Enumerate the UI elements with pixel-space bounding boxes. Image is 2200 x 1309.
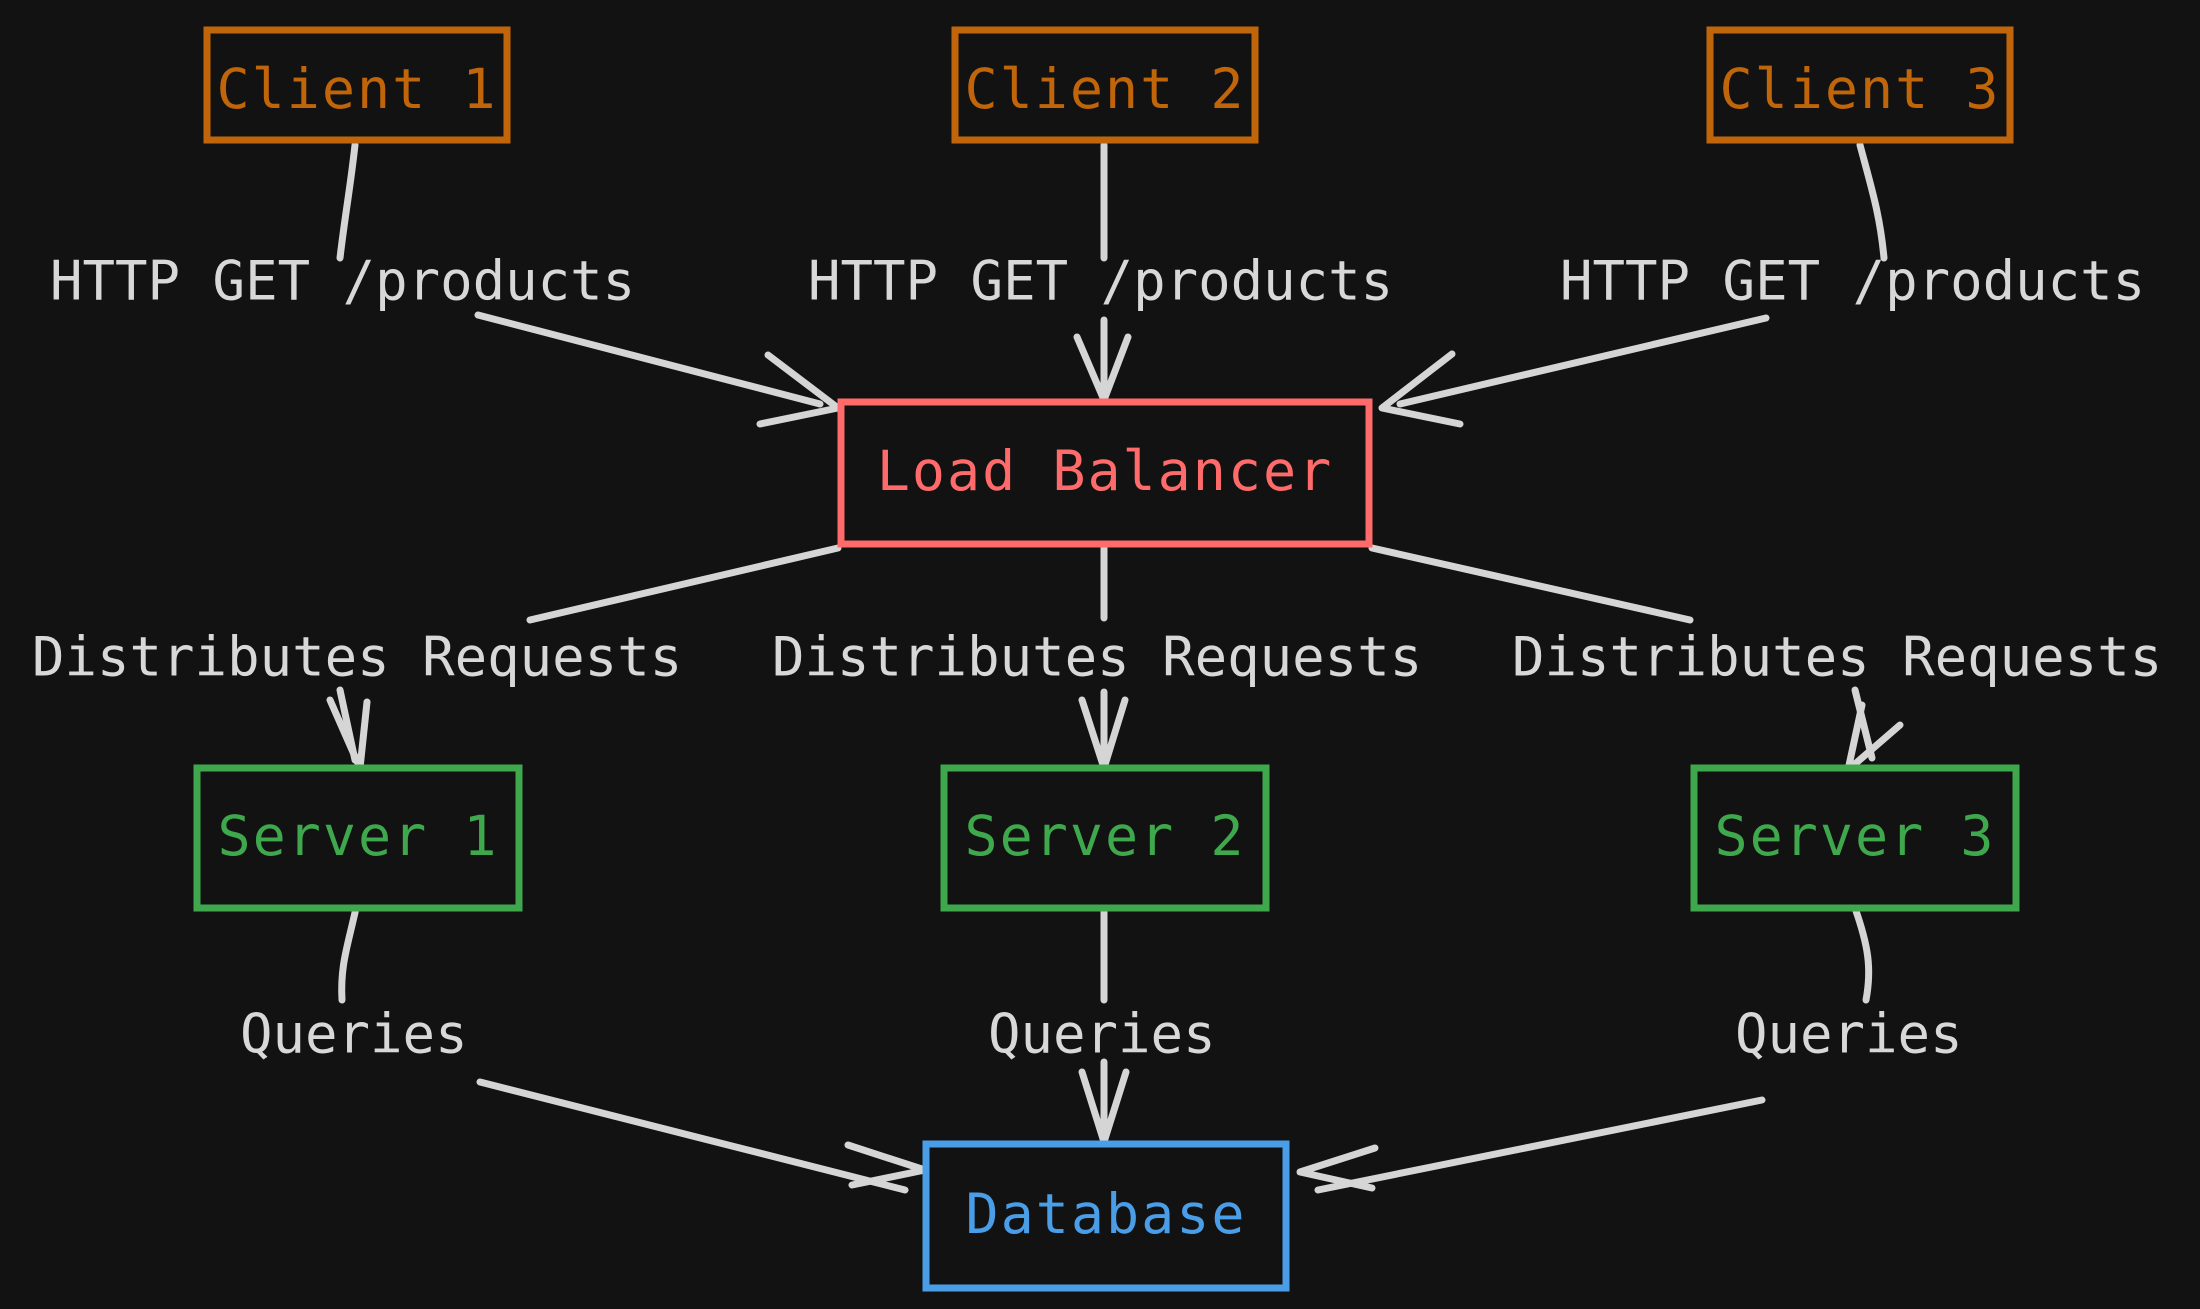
edge-label-http-get-2: HTTP GET /products — [808, 250, 1393, 313]
edge-label-http-get-1: HTTP GET /products — [50, 250, 635, 313]
edge-label-distributes-3: Distributes Requests — [1512, 626, 2162, 689]
edge-server3-stub — [1851, 904, 1873, 1004]
edge-client1-tail — [474, 311, 824, 408]
server2-box[interactable] — [940, 764, 1270, 912]
node-load-balancer[interactable]: Load Balancer — [837, 398, 1373, 548]
load-balancer-box[interactable] — [837, 398, 1373, 548]
server2-label: Server 2 — [965, 804, 1246, 868]
edge-label-queries-1: Queries — [240, 1003, 468, 1066]
edge-server3-tail — [1314, 1096, 1766, 1194]
database-label: Database — [966, 1182, 1247, 1246]
server3-label: Server 3 — [1715, 804, 1996, 868]
client1-box[interactable] — [203, 26, 511, 144]
edge-client3-tail — [1396, 314, 1770, 408]
edge-label-distributes-2: Distributes Requests — [772, 626, 1422, 689]
client2-label: Client 2 — [965, 57, 1246, 121]
edge-lb-server3-stub — [1368, 544, 1694, 624]
client3-label: Client 3 — [1720, 57, 2001, 121]
edge-client3-to-lb — [1378, 141, 1888, 428]
database-box[interactable] — [922, 1140, 1290, 1292]
node-server2[interactable]: Server 2 — [940, 764, 1270, 912]
arrowhead-server1 — [326, 696, 371, 772]
client1-label: Client 1 — [217, 57, 498, 121]
server3-box[interactable] — [1690, 764, 2020, 912]
edge-lb-server1-stub — [526, 544, 842, 624]
edge-lb-server3-tail — [1851, 686, 1876, 762]
server1-label: Server 1 — [218, 804, 499, 868]
edge-label-http-get-3: HTTP GET /products — [1560, 250, 2145, 313]
server1-box[interactable] — [193, 764, 523, 912]
node-client1[interactable]: Client 1 — [203, 26, 511, 144]
client2-box[interactable] — [951, 26, 1259, 144]
node-server3[interactable]: Server 3 — [1690, 764, 2020, 912]
arrowhead-client3 — [1378, 350, 1464, 428]
edge-label-queries-3: Queries — [1735, 1003, 1963, 1066]
edge-server1-stub — [338, 904, 360, 1004]
node-client3[interactable]: Client 3 — [1706, 26, 2014, 144]
load-balancer-label: Load Balancer — [877, 439, 1333, 503]
node-client2[interactable]: Client 2 — [951, 26, 1259, 144]
edge-client3-stub — [1856, 141, 1888, 262]
node-server1[interactable]: Server 1 — [193, 764, 523, 912]
edge-client1-stub — [336, 141, 359, 262]
client3-box[interactable] — [1706, 26, 2014, 144]
node-database[interactable]: Database — [922, 1140, 1290, 1292]
edge-label-distributes-1: Distributes Requests — [32, 626, 682, 689]
edge-server1-tail — [476, 1078, 909, 1194]
arrowhead-db-right — [1296, 1144, 1379, 1192]
edge-label-queries-2: Queries — [988, 1003, 1216, 1066]
edge-server3-to-db — [1296, 904, 1873, 1194]
